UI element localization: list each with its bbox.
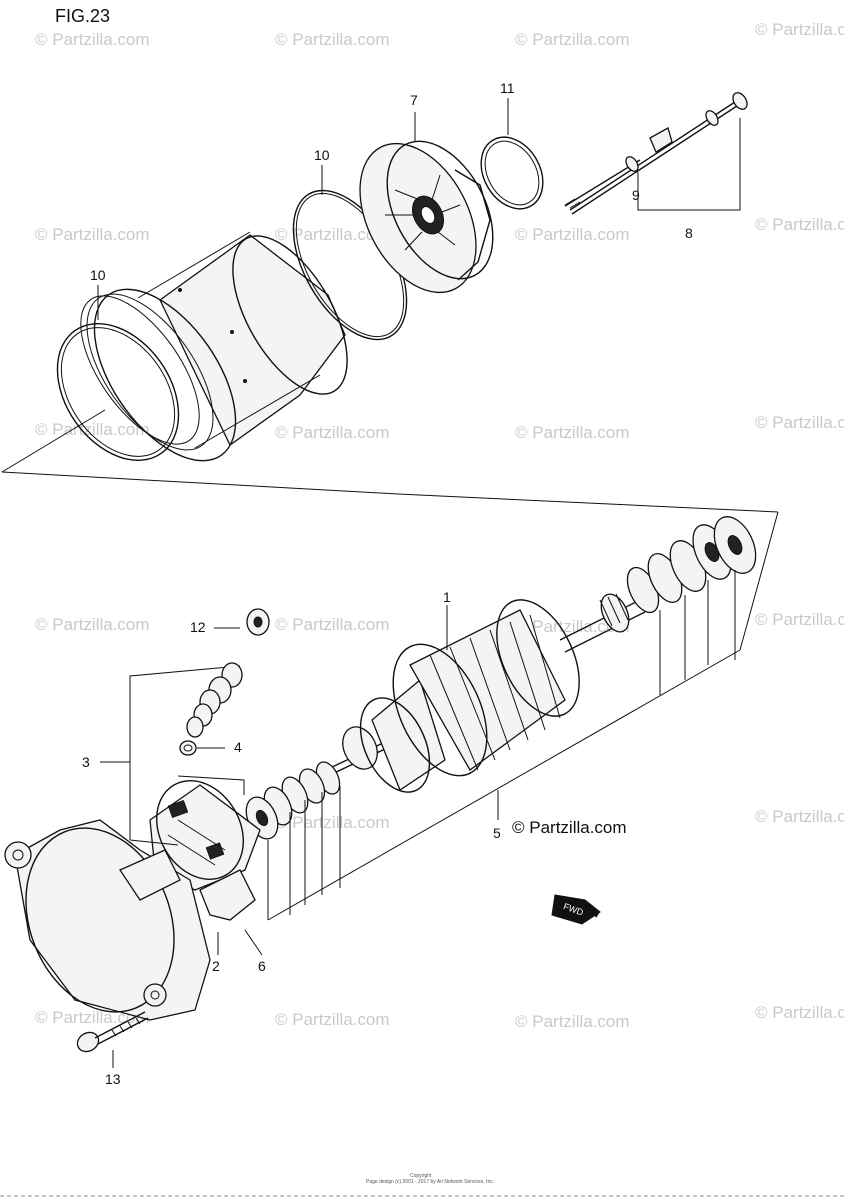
watermark: © Partzilla.com [275, 225, 390, 244]
callout-10: 10 [90, 267, 106, 283]
hole-mark [178, 288, 182, 292]
mount-bolt-13 [76, 1011, 149, 1053]
through-bolt-lower [564, 156, 641, 209]
watermark: © Partzilla.com [515, 1012, 630, 1031]
yoke-housing [80, 231, 348, 462]
terminal-stack [179, 608, 270, 756]
watermark: © Partzilla.com [35, 225, 150, 244]
callout-9: 9 [632, 187, 640, 203]
callout-13: 13 [105, 1071, 121, 1087]
brand-mark: © Partzilla.com [512, 818, 627, 837]
watermark: © Partzilla.com [515, 225, 630, 244]
callout-8: 8 [685, 225, 693, 241]
watermark: © Partzilla.com [755, 215, 844, 234]
callout-12: 12 [190, 619, 206, 635]
callouts: 7 11 10 10 9 8 1 12 4 3 5 2 6 13 [82, 80, 693, 1087]
brush-holder-3 [149, 780, 261, 891]
watermark: © Partzilla.com [755, 20, 844, 39]
watermark: © Partzilla.com [35, 420, 150, 439]
callout-leaders [97, 98, 509, 1068]
callout-5: 5 [493, 825, 501, 841]
callout-3: 3 [82, 754, 90, 770]
callout-11: 11 [500, 80, 515, 96]
watermark: © Partzilla.com [275, 30, 390, 49]
callout-4: 4 [234, 739, 242, 755]
watermark-layer: © Partzilla.com © Partzilla.com © Partzi… [35, 20, 844, 1031]
footer-line-2: Page design (c) 2001 - 2017 by Ari Netwo… [366, 1179, 494, 1185]
o-ring-10-left [56, 323, 180, 461]
watermark: © Partzilla.com [515, 617, 630, 636]
footer-line-1: Copyright [410, 1173, 432, 1179]
callout-1: 1 [443, 589, 451, 605]
through-bolt-upper [569, 92, 748, 215]
end-housing [4, 819, 256, 1021]
bracket-3 [129, 665, 245, 846]
alignment-line [397, 493, 779, 513]
watermark: © Partzilla.com [275, 813, 390, 832]
watermark: © Partzilla.com [755, 413, 844, 432]
end-cover-7 [359, 140, 494, 294]
callout-2: 2 [212, 958, 220, 974]
hole-mark [230, 330, 234, 334]
watermark: © Partzilla.com [35, 30, 150, 49]
alignment-line [1, 471, 399, 495]
watermark: © Partzilla.com [35, 615, 150, 634]
washer-leader-lines [267, 511, 779, 921]
watermark: © Partzilla.com [755, 1003, 844, 1022]
callout-7: 7 [410, 92, 418, 108]
alignment-line [1, 409, 106, 473]
watermark: © Partzilla.com [275, 615, 390, 634]
watermark: © Partzilla.com [275, 423, 390, 442]
watermark: © Partzilla.com [275, 1010, 390, 1029]
figure-title: FIG.23 [55, 6, 110, 26]
watermark: © Partzilla.com [755, 807, 844, 826]
watermark: © Partzilla.com [515, 423, 630, 442]
callout-10: 10 [314, 147, 330, 163]
o-ring-11 [480, 136, 544, 210]
washer-set-right [626, 516, 757, 614]
watermark: © Partzilla.com [515, 30, 630, 49]
fwd-arrow-icon: FWD [551, 894, 601, 925]
armature-1 [329, 593, 646, 793]
bracket-8 [637, 118, 741, 211]
callout-6: 6 [258, 958, 266, 974]
hole-mark [243, 379, 247, 383]
watermark: © Partzilla.com [755, 610, 844, 629]
